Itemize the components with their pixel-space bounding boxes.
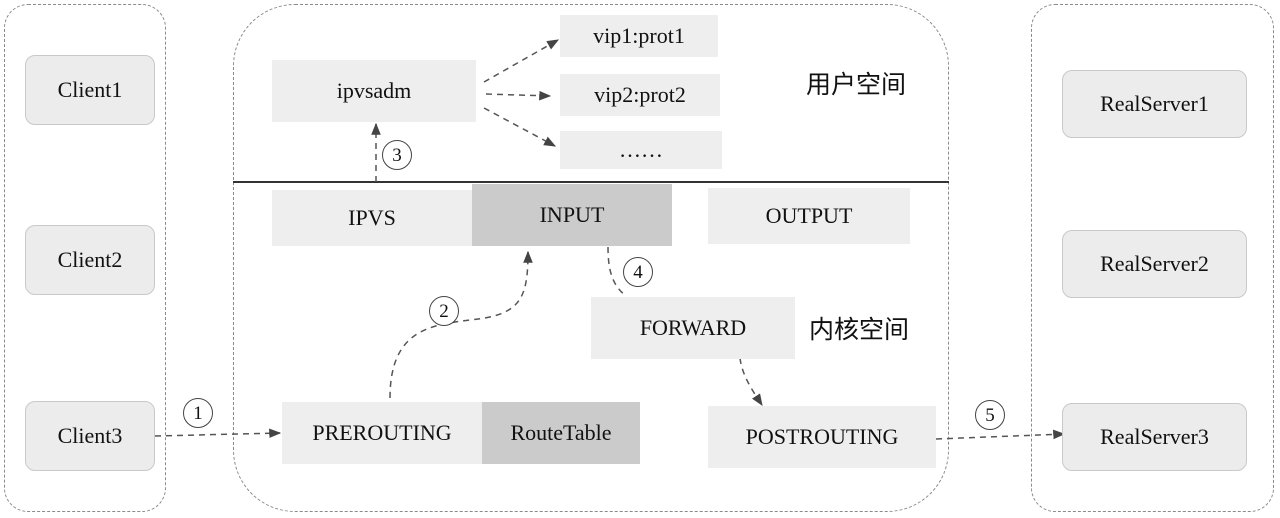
lvs-host-panel [233, 4, 949, 512]
user-space-label: 用户空间 [806, 70, 907, 99]
arrow-ipvsadm-vip3 [483, 107, 557, 147]
client-3: Client3 [25, 401, 155, 471]
arrow-prerouting-to-input [389, 250, 533, 399]
route-table-box: RouteTable [482, 402, 640, 464]
arrow-postrouting-to-server3 [935, 429, 1066, 440]
client-1: Client1 [25, 55, 155, 125]
arrow-ipvsadm-vip2 [485, 90, 552, 101]
step-1-marker: 1 [183, 398, 213, 428]
step-5-marker: 5 [975, 400, 1005, 430]
step-2-marker: 2 [429, 296, 459, 326]
servers-panel [1031, 4, 1274, 512]
step-3-marker: 3 [382, 140, 412, 170]
vip-1-box: vip1:prot1 [560, 15, 718, 57]
ipvs-box: IPVS [272, 190, 472, 246]
postrouting-box: POSTROUTING [708, 406, 936, 468]
real-server-1: RealServer1 [1062, 70, 1247, 138]
real-server-3: RealServer3 [1062, 403, 1247, 471]
client-2: Client2 [25, 225, 155, 295]
prerouting-box: PREROUTING [282, 402, 482, 464]
vip-2-box: vip2:prot2 [560, 74, 720, 116]
real-server-2: RealServer2 [1062, 230, 1247, 298]
arrow-ipvsadm-vip1 [483, 39, 560, 83]
input-box: INPUT [472, 184, 672, 246]
output-box: OUTPUT [708, 188, 910, 244]
forward-box: FORWARD [591, 297, 795, 359]
arrow-client3-to-prerouting [154, 428, 282, 439]
step-4-marker: 4 [623, 257, 653, 287]
ipvsadm-box: ipvsadm [272, 60, 476, 122]
arrow-forward-to-postrouting [739, 357, 763, 406]
clients-panel [4, 4, 166, 512]
arrow-input-to-forward [607, 246, 627, 297]
kernel-space-label: 内核空间 [809, 315, 910, 344]
vip-more-box: …… [560, 131, 722, 169]
